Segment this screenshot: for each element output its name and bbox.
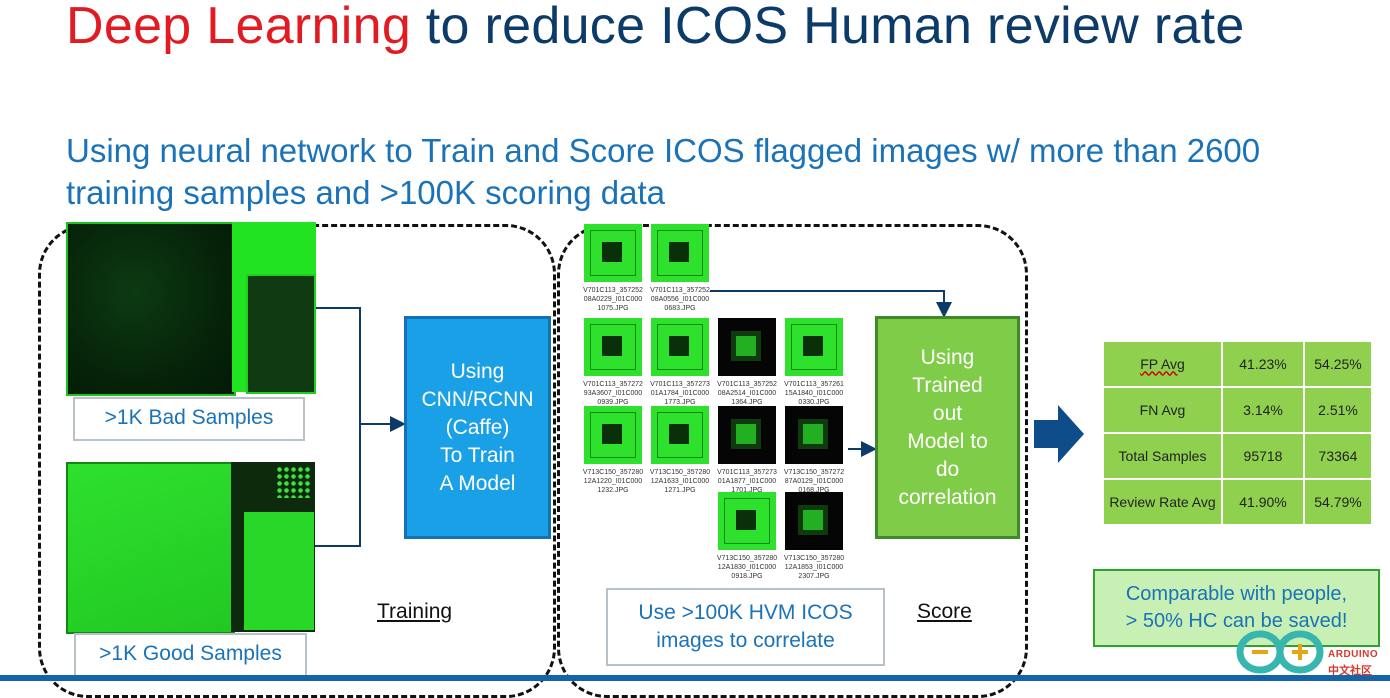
title-highlight: Deep Learning bbox=[66, 0, 412, 55]
thumbnail: V701C113_357272 93A3607_I01C000 0939.JPG bbox=[583, 318, 643, 406]
thumbnail-image bbox=[651, 224, 709, 282]
thumbnail: V701C113_357273 01A1877_I01C000 1701.JPG bbox=[717, 406, 777, 494]
thumbnail: V701C113_357273 01A1784_I01C000 1773.JPG bbox=[650, 318, 710, 406]
table-cell: 41.90% bbox=[1221, 478, 1305, 526]
thumbnail-caption: V701C113_357273 01A1877_I01C000 1701.JPG bbox=[717, 469, 777, 494]
watermark-line1: ARDUINO bbox=[1328, 649, 1379, 660]
table-row: FN Avg 3.14% 2.51% bbox=[1102, 386, 1373, 434]
comparable-text: Comparable with people, > 50% HC can be … bbox=[1125, 583, 1348, 632]
thumbnail-image bbox=[718, 492, 776, 550]
table-cell: 54.25% bbox=[1303, 340, 1373, 388]
thumbnail-image bbox=[584, 224, 642, 282]
correlation-text: Using Trained out Model to do correlatio… bbox=[898, 345, 997, 509]
table-cell: 41.23% bbox=[1221, 340, 1305, 388]
correlation-box: Using Trained out Model to do correlatio… bbox=[875, 316, 1020, 539]
thumbnail: V713C150_357280 12A1830_I01C000 0918.JPG bbox=[717, 492, 777, 580]
thumbnail-caption: V701C113_357261 15A1840_I01C000 0330.JPG bbox=[784, 381, 844, 406]
title-rest: to reduce ICOS Human review rate bbox=[411, 0, 1245, 55]
thumbnail-image bbox=[785, 492, 843, 550]
slide-title: Deep Learning to reduce ICOS Human revie… bbox=[66, 0, 1245, 56]
good-sample-image bbox=[66, 462, 235, 634]
bad-to-model-line bbox=[316, 307, 361, 424]
thumbnail-image bbox=[651, 318, 709, 376]
thumbnail: V701C113_357252 08A2514_I01C000 1364.JPG bbox=[717, 318, 777, 406]
thumbnail-caption: V701C113_357252 08A2514_I01C000 1364.JPG bbox=[717, 381, 777, 406]
training-label: Training bbox=[377, 600, 453, 623]
comparable-callout: Comparable with people, > 50% HC can be … bbox=[1093, 569, 1380, 647]
thumbnail: V701C113_357252 08A0229_I01C000 1075.JPG bbox=[583, 224, 643, 312]
thumbnail-image bbox=[718, 406, 776, 464]
hvm-caption: Use >100K HVM ICOS images to correlate bbox=[606, 588, 885, 666]
results-table: FP Avg 41.23% 54.25% FN Avg 3.14% 2.51% … bbox=[1102, 340, 1373, 526]
arduino-logo-icon bbox=[1236, 630, 1324, 674]
thumbnail-caption: V701C113_357273 01A1784_I01C000 1773.JPG bbox=[650, 381, 710, 406]
slide-subtitle: Using neural network to Train and Score … bbox=[66, 132, 1261, 211]
thumbnail: V713C150_357280 12A1220_I01C000 1232.JPG bbox=[583, 406, 643, 494]
table-cell: 2.51% bbox=[1303, 386, 1373, 434]
good-sample-image-die bbox=[244, 512, 314, 630]
table-cell: 3.14% bbox=[1221, 386, 1305, 434]
good-sample-pad-array bbox=[276, 466, 312, 498]
thumbnail-caption: V713C150_357280 12A1220_I01C000 1232.JPG bbox=[582, 469, 644, 494]
table-row-label: Review Rate Avg bbox=[1102, 478, 1223, 526]
thumbnail: V713C150_357280 12A1633_I01C000 1271.JPG bbox=[650, 406, 710, 494]
cnn-model-text: Using CNN/RCNN (Caffe) To Train A Model bbox=[421, 359, 534, 495]
table-cell: 95718 bbox=[1221, 432, 1305, 480]
hvm-caption-text: Use >100K HVM ICOS images to correlate bbox=[638, 601, 853, 652]
thumb-to-correlation-arrow bbox=[710, 290, 952, 318]
table-row-label: FN Avg bbox=[1102, 386, 1223, 434]
thumbnail-caption: V701C113_357252 08A0229_I01C000 1075.JPG bbox=[583, 287, 643, 312]
thumbnail-image bbox=[718, 318, 776, 376]
thumbnail-image bbox=[584, 406, 642, 464]
bad-sample-image-die bbox=[246, 274, 316, 394]
table-row: Total Samples 95718 73364 bbox=[1102, 432, 1373, 480]
table-row-label: Total Samples bbox=[1102, 432, 1223, 480]
table-row: Review Rate Avg 41.90% 54.79% bbox=[1102, 478, 1373, 526]
thumbnail-caption: V713C150_357280 12A1633_I01C000 1271.JPG bbox=[649, 469, 711, 494]
thumbnail-caption: V701C113_357272 93A3607_I01C000 0939.JPG bbox=[583, 381, 643, 406]
thumbnail-caption: V701C113_357252 08A0556_I01C000 0683.JPG bbox=[650, 287, 710, 312]
table-cell: 73364 bbox=[1303, 432, 1373, 480]
thumbnail: V701C113_357252 08A0556_I01C000 0683.JPG bbox=[650, 224, 710, 312]
connector-lines bbox=[315, 290, 952, 547]
thumbnail-image bbox=[785, 406, 843, 464]
good-to-model-line bbox=[315, 424, 361, 547]
table-row-label: FP Avg bbox=[1102, 340, 1223, 388]
table-cell: 54.79% bbox=[1303, 478, 1373, 526]
score-label: Score bbox=[917, 600, 972, 623]
thumbnail: V713C150_357280 12A1853_I01C000 2307.JPG bbox=[784, 492, 844, 580]
thumbnail: V713C150_357272 87A0129_I01C000 0168.JPG bbox=[784, 406, 844, 494]
bad-samples-caption: >1K Bad Samples bbox=[73, 397, 305, 441]
right-arrow-icon bbox=[1034, 405, 1084, 463]
thumbnail-image bbox=[785, 318, 843, 376]
thumbnail-image bbox=[584, 318, 642, 376]
table-row: FP Avg 41.23% 54.25% bbox=[1102, 340, 1373, 388]
cnn-model-box: Using CNN/RCNN (Caffe) To Train A Model bbox=[404, 316, 551, 539]
footer-bar bbox=[0, 675, 1390, 681]
thumbnail-caption: V713C150_357272 87A0129_I01C000 0168.JPG bbox=[783, 469, 845, 494]
thumbnail-caption: V713C150_357280 12A1853_I01C000 2307.JPG bbox=[783, 555, 845, 580]
thumbnail-image bbox=[651, 406, 709, 464]
thumbnail-caption: V713C150_357280 12A1830_I01C000 0918.JPG bbox=[716, 555, 778, 580]
watermark-line2: 中文社区 bbox=[1328, 665, 1372, 677]
thumbnail: V701C113_357261 15A1840_I01C000 0330.JPG bbox=[784, 318, 844, 406]
